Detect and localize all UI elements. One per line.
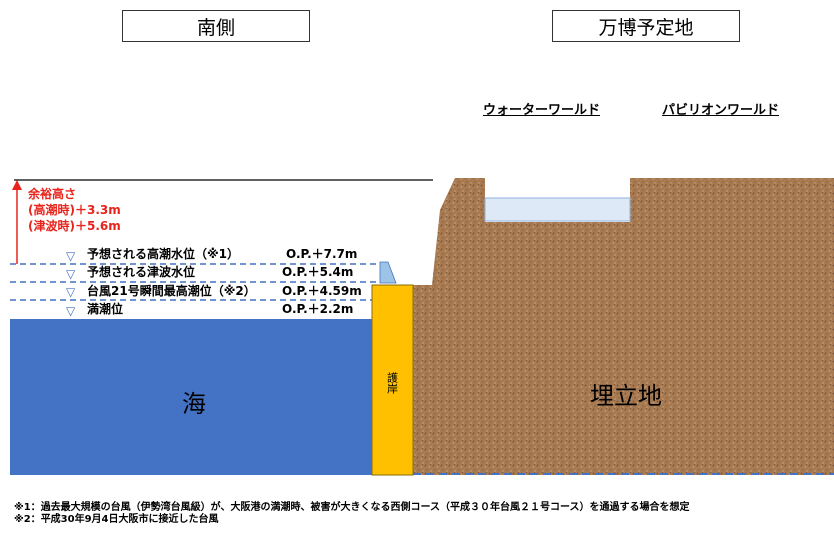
expo-site-label: 万博予定地 (552, 10, 740, 42)
footnote: ※2： 平成30年9月4日大阪市に接近した台風 (14, 514, 824, 526)
pond (484, 197, 631, 222)
level-label: 台風21号瞬間最高潮位（※2） (87, 283, 256, 298)
landfill-label: 埋立地 (590, 382, 662, 410)
margin-tsunami: (津波時)＋5.6m (28, 218, 121, 233)
level-label: 満潮位 (87, 301, 123, 316)
footnote-mark: ※1： (14, 502, 41, 513)
level-symbol: ▽ (66, 249, 76, 263)
level-row: ▽ 予想される津波水位 O.P.＋5.4m (66, 264, 353, 281)
level-value: O.P.＋2.2m (282, 302, 353, 316)
seawall (371, 284, 414, 476)
sea (10, 319, 372, 475)
level-value: O.P.＋5.4m (282, 265, 353, 279)
margin-title: 余裕高さ (27, 186, 76, 201)
footnote: ※1： 過去最大規模の台風（伊勢湾台風級）が、大阪港の満潮時、被害が大きくなる西… (14, 502, 824, 514)
level-value: O.P.＋4.59m (282, 284, 362, 298)
level-symbol: ▽ (66, 285, 76, 299)
footnotes: ※1： 過去最大規模の台風（伊勢湾台風級）が、大阪港の満潮時、被害が大きくなる西… (14, 502, 824, 526)
wave-splash (379, 261, 397, 284)
footnote-text: 平成30年9月4日大阪市に接近した台風 (40, 514, 219, 525)
sea-label: 海 (182, 390, 206, 418)
margin-high-tide: (高潮時)＋3.3m (28, 202, 121, 217)
pavilion-world-label: パビリオンワールド (662, 103, 780, 118)
footnote-mark: ※2： (14, 514, 41, 525)
level-value: O.P.＋7.7m (286, 247, 357, 261)
level-row: ▽ 台風21号瞬間最高潮位（※2） O.P.＋4.59m (66, 283, 362, 299)
level-symbol: ▽ (66, 267, 76, 281)
level-symbol: ▽ (66, 304, 76, 318)
footnote-text: 過去最大規模の台風（伊勢湾台風級）が、大阪港の満潮時、被害が大きくなる西側コース… (40, 502, 690, 513)
water-world-label: ウォーターワールド (483, 103, 601, 118)
level-label: 予想される高潮水位（※1） (87, 246, 239, 261)
landfill (413, 178, 834, 475)
level-row: ▽ 予想される高潮水位（※1） O.P.＋7.7m (66, 246, 357, 263)
level-row: ▽ 満潮位 O.P.＋2.2m (66, 301, 353, 318)
south-side-label: 南側 (122, 10, 310, 42)
margin-arrow-head (12, 180, 22, 190)
seawall-label: 護岸 (386, 371, 399, 395)
level-label: 予想される津波水位 (87, 264, 195, 279)
